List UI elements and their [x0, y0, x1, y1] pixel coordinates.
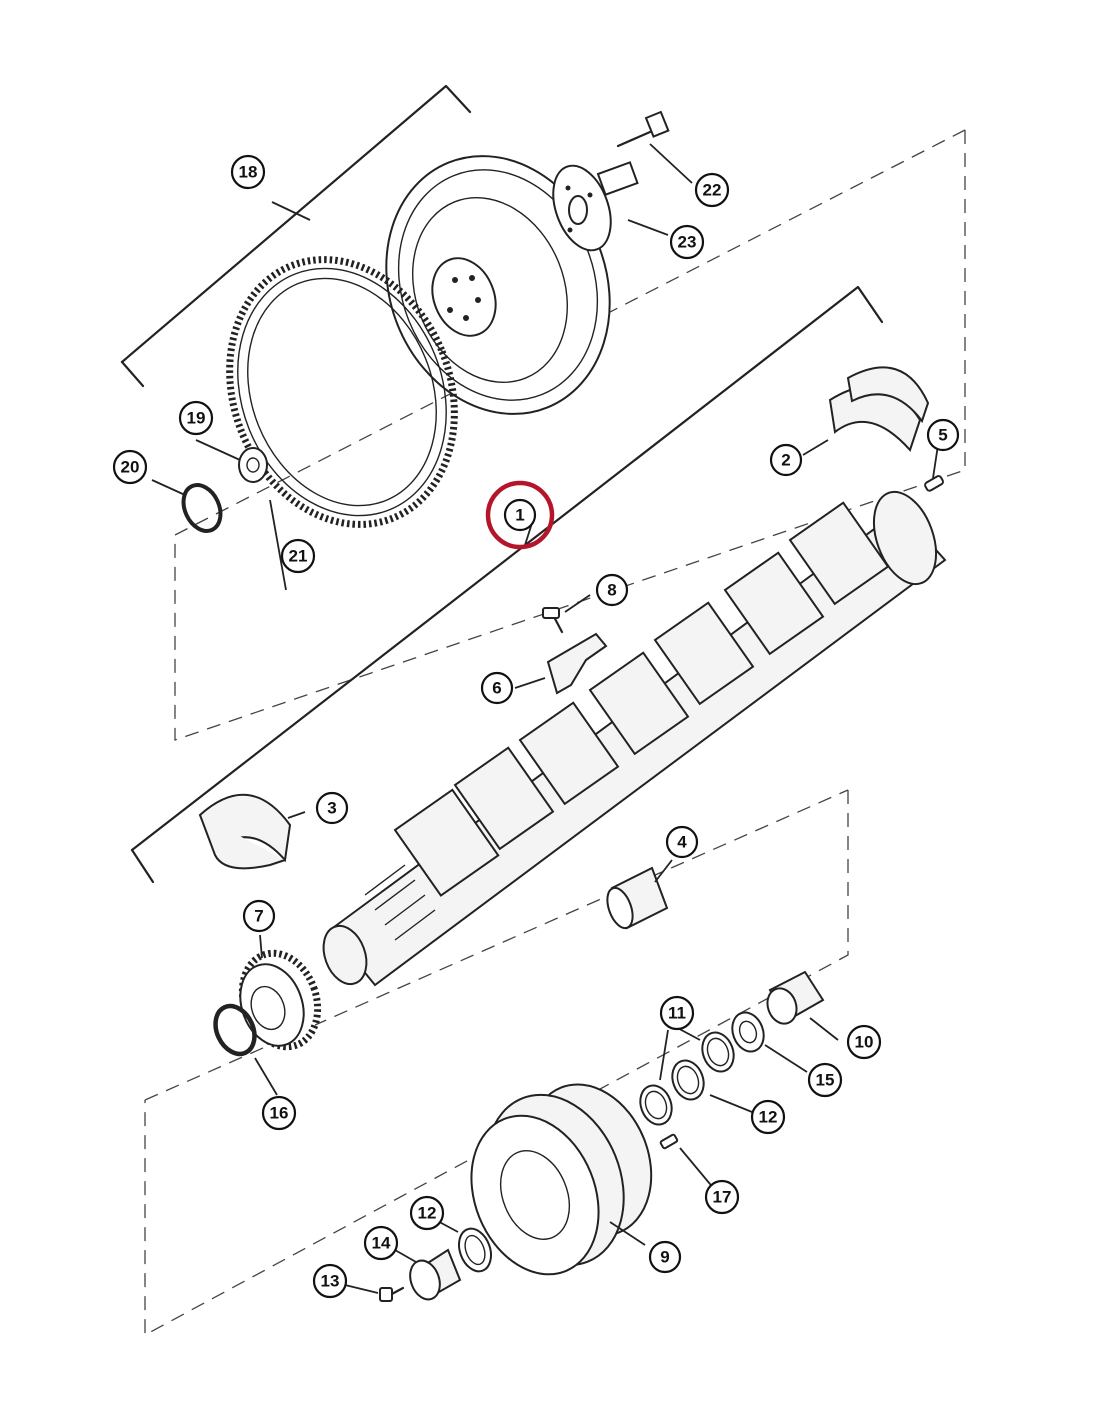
wear-sleeve: [766, 970, 825, 1025]
crankshaft-gear: [238, 949, 322, 1051]
dowel-pin-5: [924, 475, 944, 492]
callout-6[interactable]: 6: [480, 671, 514, 705]
callout-12-upper[interactable]: 12: [750, 1099, 786, 1135]
seal-ring-pulley: [458, 1227, 492, 1273]
seal-ring-lower: [639, 1084, 673, 1126]
callout-label: 8: [607, 581, 616, 600]
callout-label: 18: [239, 163, 258, 182]
callout-label: 7: [254, 907, 263, 926]
flywheel: [385, 155, 611, 415]
callout-15[interactable]: 15: [807, 1062, 843, 1098]
ring-gear: [226, 256, 458, 528]
callout-23[interactable]: 23: [669, 224, 705, 260]
callout-label: 17: [713, 1188, 732, 1207]
callout-7[interactable]: 7: [242, 899, 276, 933]
callout-17[interactable]: 17: [704, 1179, 740, 1215]
bracket-18: [120, 84, 472, 388]
callout-label: 4: [677, 833, 687, 852]
callout-label: 20: [121, 458, 140, 477]
callout-5[interactable]: 5: [926, 418, 960, 452]
flange-plate: [552, 161, 639, 252]
callout-10[interactable]: 10: [846, 1024, 882, 1060]
callout-22[interactable]: 22: [694, 172, 730, 208]
highlight-ring: [485, 480, 555, 550]
counterweight-bolt: [542, 607, 564, 634]
pilot-bearing: [238, 447, 268, 483]
callout-label: 11: [668, 1004, 686, 1023]
crankshaft: [322, 490, 947, 987]
flywheel-bolt: [616, 110, 670, 148]
callout-20[interactable]: 20: [112, 449, 148, 485]
callout-label: 22: [703, 181, 722, 200]
callout-label: 9: [660, 1248, 669, 1267]
callout-label: 5: [938, 426, 947, 445]
gear-retaining-ring: [213, 1003, 257, 1057]
seal-ring-middle: [671, 1059, 705, 1101]
callout-2[interactable]: 2: [769, 443, 803, 477]
callout-9[interactable]: 9: [648, 1240, 682, 1274]
callout-14[interactable]: 14: [363, 1225, 399, 1261]
callout-label: 2: [781, 451, 790, 470]
callout-label: 16: [270, 1104, 289, 1123]
callout-13[interactable]: 13: [312, 1263, 348, 1299]
pulley-bolt: [379, 1286, 405, 1302]
callout-16[interactable]: 16: [261, 1095, 297, 1131]
callout-4[interactable]: 4: [665, 825, 699, 859]
callout-label: 1: [515, 506, 524, 525]
thrust-bearing: [828, 366, 930, 452]
callout-label: 12: [418, 1204, 437, 1223]
callout-21[interactable]: 21: [280, 538, 316, 574]
callout-11[interactable]: 11: [659, 995, 695, 1031]
bushing-4: [606, 866, 669, 930]
callout-19[interactable]: 19: [178, 400, 214, 436]
callout-18[interactable]: 18: [230, 154, 266, 190]
retaining-ring-20: [181, 483, 223, 533]
pulley-washer: [409, 1248, 462, 1301]
callout-label: 12: [759, 1108, 778, 1127]
callout-label: 13: [321, 1272, 340, 1291]
callout-label: 23: [678, 233, 697, 252]
main-bearing-3: [198, 793, 292, 870]
bracket-1: [130, 285, 884, 884]
callout-8[interactable]: 8: [595, 573, 629, 607]
callout-label: 3: [327, 799, 336, 818]
callout-label: 15: [816, 1071, 835, 1090]
key-17: [659, 1133, 679, 1150]
callout-3[interactable]: 3: [315, 791, 349, 825]
spacer-15: [731, 1011, 765, 1053]
callout-12-lower[interactable]: 12: [409, 1195, 445, 1231]
counterweight: [546, 632, 608, 695]
crankshaft-pulley: [470, 1083, 653, 1276]
callout-1[interactable]: 1: [503, 498, 537, 532]
callout-label: 21: [289, 547, 308, 566]
callout-label: 10: [855, 1033, 874, 1052]
seal-ring-upper: [701, 1031, 735, 1073]
callout-label: 14: [372, 1234, 391, 1253]
callout-label: 6: [492, 679, 501, 698]
callout-label: 19: [187, 409, 206, 428]
